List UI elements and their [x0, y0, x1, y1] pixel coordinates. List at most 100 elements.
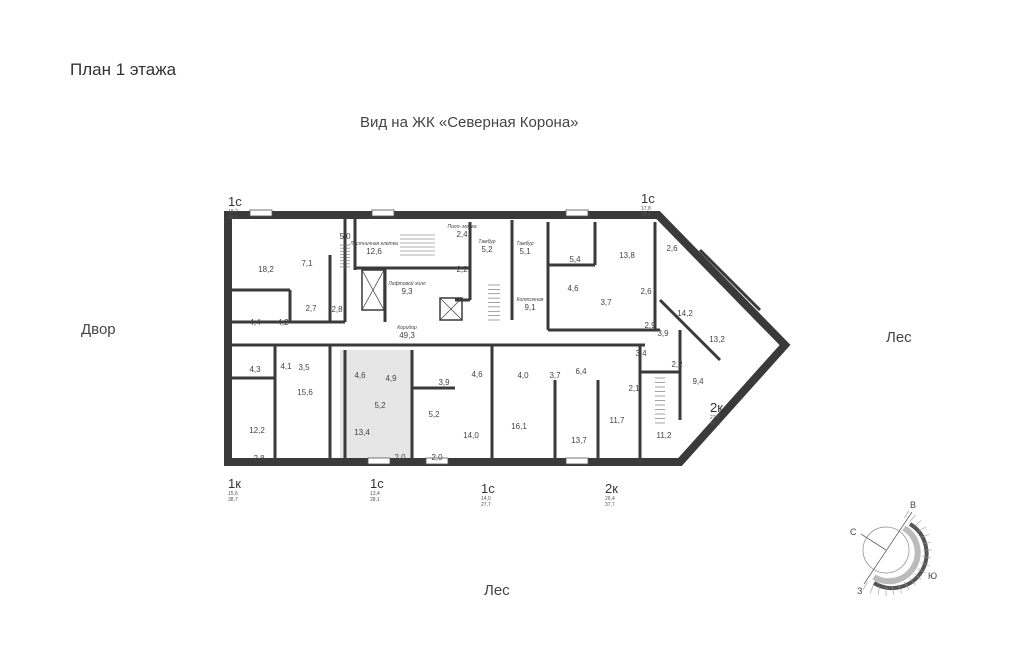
room-area: 13,8	[619, 251, 635, 260]
compass-south-label: Ю	[928, 571, 937, 581]
unit-living-area: 17,8	[641, 206, 651, 212]
balcony-grille	[249, 209, 273, 217]
room-area: 5,2	[428, 410, 440, 419]
room-area: 12,6	[366, 247, 382, 256]
unit-living-area: 14,0	[481, 496, 491, 502]
highlighted-unit[interactable]	[340, 350, 412, 458]
unit-total-area: 28,1	[370, 497, 380, 503]
room-area: 3,4	[635, 349, 647, 358]
room-area: 14,2	[677, 309, 693, 318]
compass-tick	[898, 584, 903, 594]
unit-living-area: 27,4	[710, 415, 720, 421]
room-area: 13,7	[571, 436, 587, 445]
unit-living-area: 13,4	[370, 491, 380, 497]
unit-type: 1с	[641, 191, 655, 206]
unit-total-area: 37,7	[605, 502, 615, 508]
unit-total-area: 38,7	[228, 497, 238, 503]
side-label-bottom: Лес	[484, 582, 510, 599]
room-area: 4,9	[385, 374, 397, 383]
elevator-cross	[439, 297, 463, 321]
room-area: 14,0	[463, 431, 479, 440]
room-name: Тамбур	[516, 241, 533, 247]
compass-tick	[862, 581, 868, 590]
compass-tick	[877, 586, 880, 596]
room-area: 13,4	[354, 428, 370, 437]
compass-tick	[914, 573, 922, 580]
north-arrow	[860, 533, 887, 551]
room-area: 15,6	[297, 388, 313, 397]
unit-living-area: 18,2	[228, 209, 238, 215]
unit-living-area: 26,4	[605, 496, 615, 502]
room-area: 3,7	[600, 298, 612, 307]
unit-total-area: 27,7	[481, 502, 491, 508]
room-area: 4,6	[567, 284, 579, 293]
room-area: 9,1	[524, 303, 536, 312]
room-area: 4,4	[249, 318, 261, 327]
room-name: Коридор	[397, 325, 417, 331]
unit-type: 1с	[481, 481, 495, 496]
room-area: 5,0	[339, 232, 351, 241]
elevator-cross	[361, 269, 385, 311]
room-area: 49,3	[399, 331, 415, 340]
room-area: 2,2	[671, 360, 683, 369]
room-area: 2,6	[666, 244, 678, 253]
room-area: 18,2	[258, 265, 274, 274]
room-area: 4,2	[277, 318, 289, 327]
room-area: 2,0	[394, 453, 406, 462]
side-label-right: Лес	[886, 329, 912, 346]
room-area: 12,2	[249, 426, 265, 435]
room-name: Тамбур	[478, 239, 495, 245]
view-label: Вид на ЖК «Северная Корона»	[360, 114, 579, 131]
unit-type: 1к	[228, 476, 241, 491]
compass-tick	[922, 556, 932, 559]
compass-axis	[863, 511, 913, 585]
room-area: 6,4	[575, 367, 587, 376]
compass-tick	[909, 578, 916, 586]
unit-total-area: 30,1	[641, 212, 651, 218]
compass-tick	[922, 541, 932, 544]
room-name: Лестничная клетка	[349, 241, 398, 247]
room-area: 3,5	[298, 363, 310, 372]
room-area: 2,6	[640, 287, 652, 296]
room-area: 7,1	[301, 259, 313, 268]
room-area: 4,6	[354, 371, 366, 380]
compass-tick	[892, 586, 895, 596]
compass-tick	[917, 568, 926, 574]
room-area: 2,8	[253, 454, 265, 463]
elevator-shaft	[439, 297, 463, 321]
room-area: 2,0	[431, 453, 443, 462]
room-area: 2,1	[628, 384, 640, 393]
balcony-grille	[425, 457, 449, 465]
room-area: 4,6	[471, 370, 483, 379]
room-area: 9,3	[401, 287, 413, 296]
page-title: План 1 этажа	[70, 60, 177, 79]
room-area: 3,9	[438, 378, 450, 387]
unit-type: 1с	[228, 194, 242, 209]
room-area: 2,2	[456, 265, 468, 274]
unit-living-area: 15,6	[228, 491, 238, 497]
room-area: 2,9	[644, 321, 656, 330]
room-name: Лифтовой холл	[387, 280, 426, 287]
compass-circle	[862, 526, 910, 574]
room-area: 3,9	[657, 329, 669, 338]
side-label-left: Двор	[81, 321, 116, 338]
room-area: 2,7	[305, 304, 317, 313]
balcony-grille	[367, 457, 391, 465]
sun-arc-light	[872, 525, 921, 585]
balcony-grille	[565, 457, 589, 465]
room-area: 16,1	[511, 422, 527, 431]
room-area: 4,0	[517, 371, 529, 380]
unit-type: 2к	[605, 481, 618, 496]
room-name: Поло- мойка	[447, 223, 476, 230]
compass-tick	[909, 514, 916, 522]
compass-tick	[920, 533, 930, 538]
interior-wall	[658, 298, 722, 362]
compass-tick	[920, 562, 930, 567]
interior-wall	[698, 248, 762, 312]
